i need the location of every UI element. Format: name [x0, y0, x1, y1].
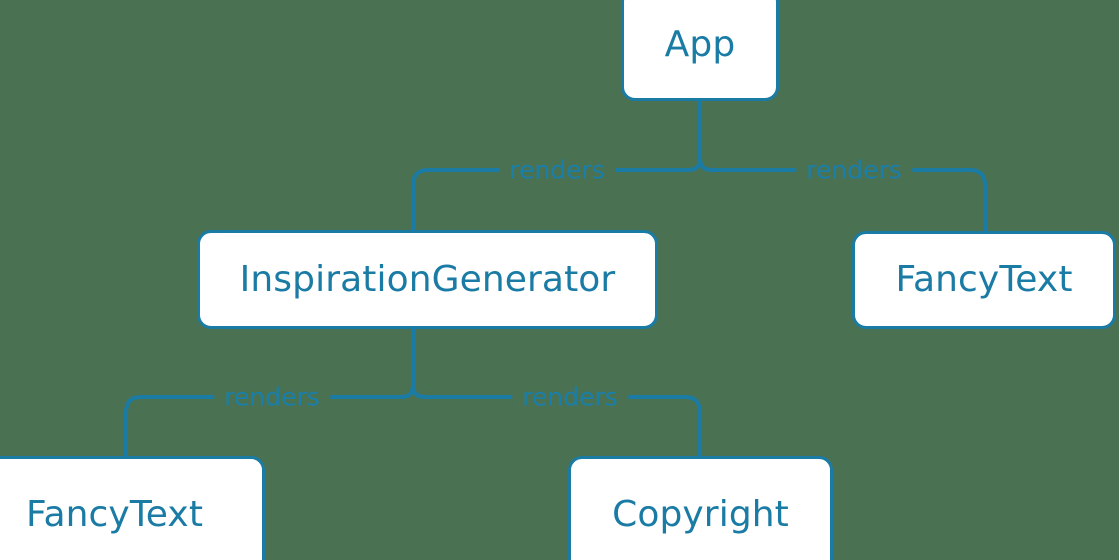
node-fancytext-left[interactable]: FancyText	[0, 456, 265, 560]
node-copyright-label: Copyright	[612, 493, 789, 535]
node-app-label: App	[664, 23, 736, 65]
edge-label-inspirationgenerator-to-fancytext-left: renders	[214, 384, 330, 410]
node-fancytext-right[interactable]: FancyText	[852, 231, 1116, 329]
node-inspirationgenerator-label: InspirationGenerator	[239, 258, 616, 300]
edge-label-inspirationgenerator-to-copyright: renders	[512, 384, 628, 410]
edge-inspirationgenerator-to-fancytext-left	[124, 384, 415, 456]
node-app[interactable]: App	[621, 0, 779, 101]
node-copyright[interactable]: Copyright	[568, 456, 833, 560]
edge-label-app-to-fancytext-right: renders	[796, 157, 912, 183]
edge-app-to-inspirationgenerator	[411, 157, 702, 230]
node-fancytext-left-label: FancyText	[25, 493, 204, 535]
edge-app-to-fancytext-right	[698, 157, 987, 231]
node-fancytext-right-label: FancyText	[895, 259, 1073, 300]
edge-inspirationgenerator-to-copyright	[411, 384, 702, 456]
node-inspirationgenerator[interactable]: InspirationGenerator	[197, 230, 658, 329]
edge-label-app-to-inspirationgenerator: renders	[499, 157, 615, 183]
